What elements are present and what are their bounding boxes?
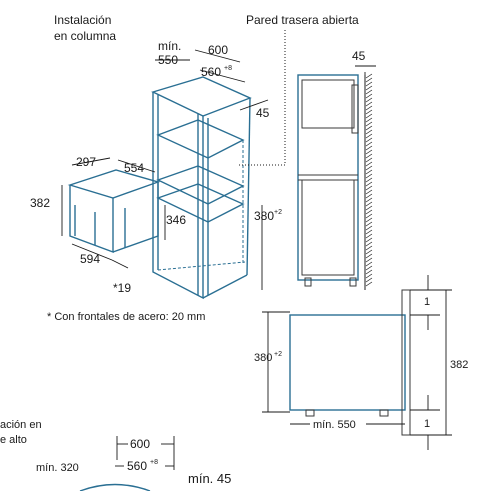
install-column-label-line1: Instalación: [54, 13, 111, 27]
wall-hatch-line: [365, 141, 373, 147]
bottom-install-label-line2: e alto: [0, 434, 27, 446]
wall-hatch-line: [365, 189, 373, 195]
wall-hatch-line: [365, 137, 373, 143]
wall-hatch-line: [365, 153, 373, 159]
wall-hatch-line: [365, 161, 373, 167]
wall-hatch-line: [365, 269, 373, 275]
bottom-dimensions: [79, 436, 175, 491]
section-dim-382: 382: [450, 359, 468, 371]
wall-hatch-line: [365, 77, 373, 83]
wall-hatch-line: [365, 193, 373, 199]
bottom-dim-560: 560: [127, 459, 147, 473]
wall-hatch-line: [365, 273, 373, 279]
wall-hatch-line: [365, 149, 373, 155]
wall-hatch-line: [365, 225, 373, 231]
wall-hatch-line: [365, 205, 373, 211]
wall-hatch-line: [365, 109, 373, 115]
appliance-box: [67, 169, 161, 254]
rear-wall-label: Pared trasera abierta: [246, 13, 359, 27]
wall-hatch-line: [365, 229, 373, 235]
wall-hatch-line: [365, 237, 373, 243]
column-cabinet: [151, 76, 252, 300]
wall-hatch-line: [365, 185, 373, 191]
wall-hatch-line: [365, 181, 373, 187]
footnote-steel-fronts: * Con frontales de acero: 20 mm: [47, 311, 205, 323]
dim-297: 297: [76, 155, 96, 169]
wall-hatch-line: [365, 245, 373, 251]
section-dim-min-550: mín. 550: [313, 419, 356, 431]
wall-hatch-line: [365, 85, 373, 91]
wall-hatch-line: [365, 89, 373, 95]
dim-380-tolerance: +2: [274, 209, 282, 216]
wall-hatch-line: [365, 121, 373, 127]
dim-560-tolerance: +8: [224, 65, 232, 72]
wall-hatch-line: [365, 93, 373, 99]
dim-600: 600: [208, 43, 228, 57]
dim-380: 380: [254, 209, 274, 223]
dim-346: 346: [166, 213, 186, 227]
side-view-column: [297, 65, 376, 290]
wall-hatch-line: [365, 73, 373, 79]
wall-hatch-line: [365, 157, 373, 163]
wall-hatch-line: [365, 217, 373, 223]
wall-hatch-line: [365, 113, 373, 119]
dim-560: 560: [201, 65, 221, 79]
wall-hatch-line: [365, 257, 373, 263]
dim-554: 554: [124, 161, 144, 175]
wall-hatch-line: [365, 209, 373, 215]
wall-hatch-line: [365, 177, 373, 183]
wall-hatch-line: [365, 165, 373, 171]
dim-min-label: mín.: [158, 39, 181, 53]
section-dim-1-top: 1: [424, 296, 430, 308]
wall-hatch-line: [365, 173, 373, 179]
dim-594: 594: [80, 252, 100, 266]
wall-hatch-line: [365, 145, 373, 151]
bottom-dim-min-320: mín. 320: [36, 462, 79, 474]
dim-45-top: 45: [256, 106, 270, 120]
wall-hatch-line: [365, 249, 373, 255]
wall-hatch-line: [365, 105, 373, 111]
column-dimensions: [61, 49, 269, 290]
wall-hatch-line: [365, 261, 373, 267]
section-dim-380-tolerance: +2: [274, 351, 282, 358]
bottom-dim-600: 600: [130, 437, 150, 451]
bottom-dim-560-tolerance: +8: [150, 459, 158, 466]
wall-hatch-line: [365, 117, 373, 123]
wall-hatch-line: [365, 197, 373, 203]
wall-hatch-line: [365, 253, 373, 259]
wall-hatch-line: [365, 265, 373, 271]
bottom-dim-min-45: mín. 45: [188, 471, 231, 486]
wall-hatch-line: [365, 221, 373, 227]
dim-19: *19: [113, 281, 131, 295]
wall-hatch-line: [365, 133, 373, 139]
wall-hatch-line: [365, 101, 373, 107]
bottom-install-label-line1: ación en: [0, 419, 42, 431]
wall-hatch-line: [365, 241, 373, 247]
wall-hatch-line: [365, 233, 373, 239]
wall-hatch-line: [365, 201, 373, 207]
section-dim-380: 380: [254, 352, 272, 364]
wall-hatch-line: [365, 97, 373, 103]
wall-hatch-line: [365, 125, 373, 131]
section-view: [262, 275, 452, 450]
section-dim-1-bottom: 1: [424, 418, 430, 430]
wall-hatch-line: [365, 281, 373, 287]
wall-hatch-line: [365, 81, 373, 87]
wall-hatch-line: [365, 213, 373, 219]
wall-hatch-line: [365, 277, 373, 283]
dim-382: 382: [30, 196, 50, 210]
wall-hatch-line: [365, 129, 373, 135]
install-column-label-line2: en columna: [54, 29, 116, 43]
dim-550: 550: [158, 53, 178, 67]
wall-hatch-line: [365, 169, 373, 175]
side-dim-45: 45: [352, 49, 366, 63]
